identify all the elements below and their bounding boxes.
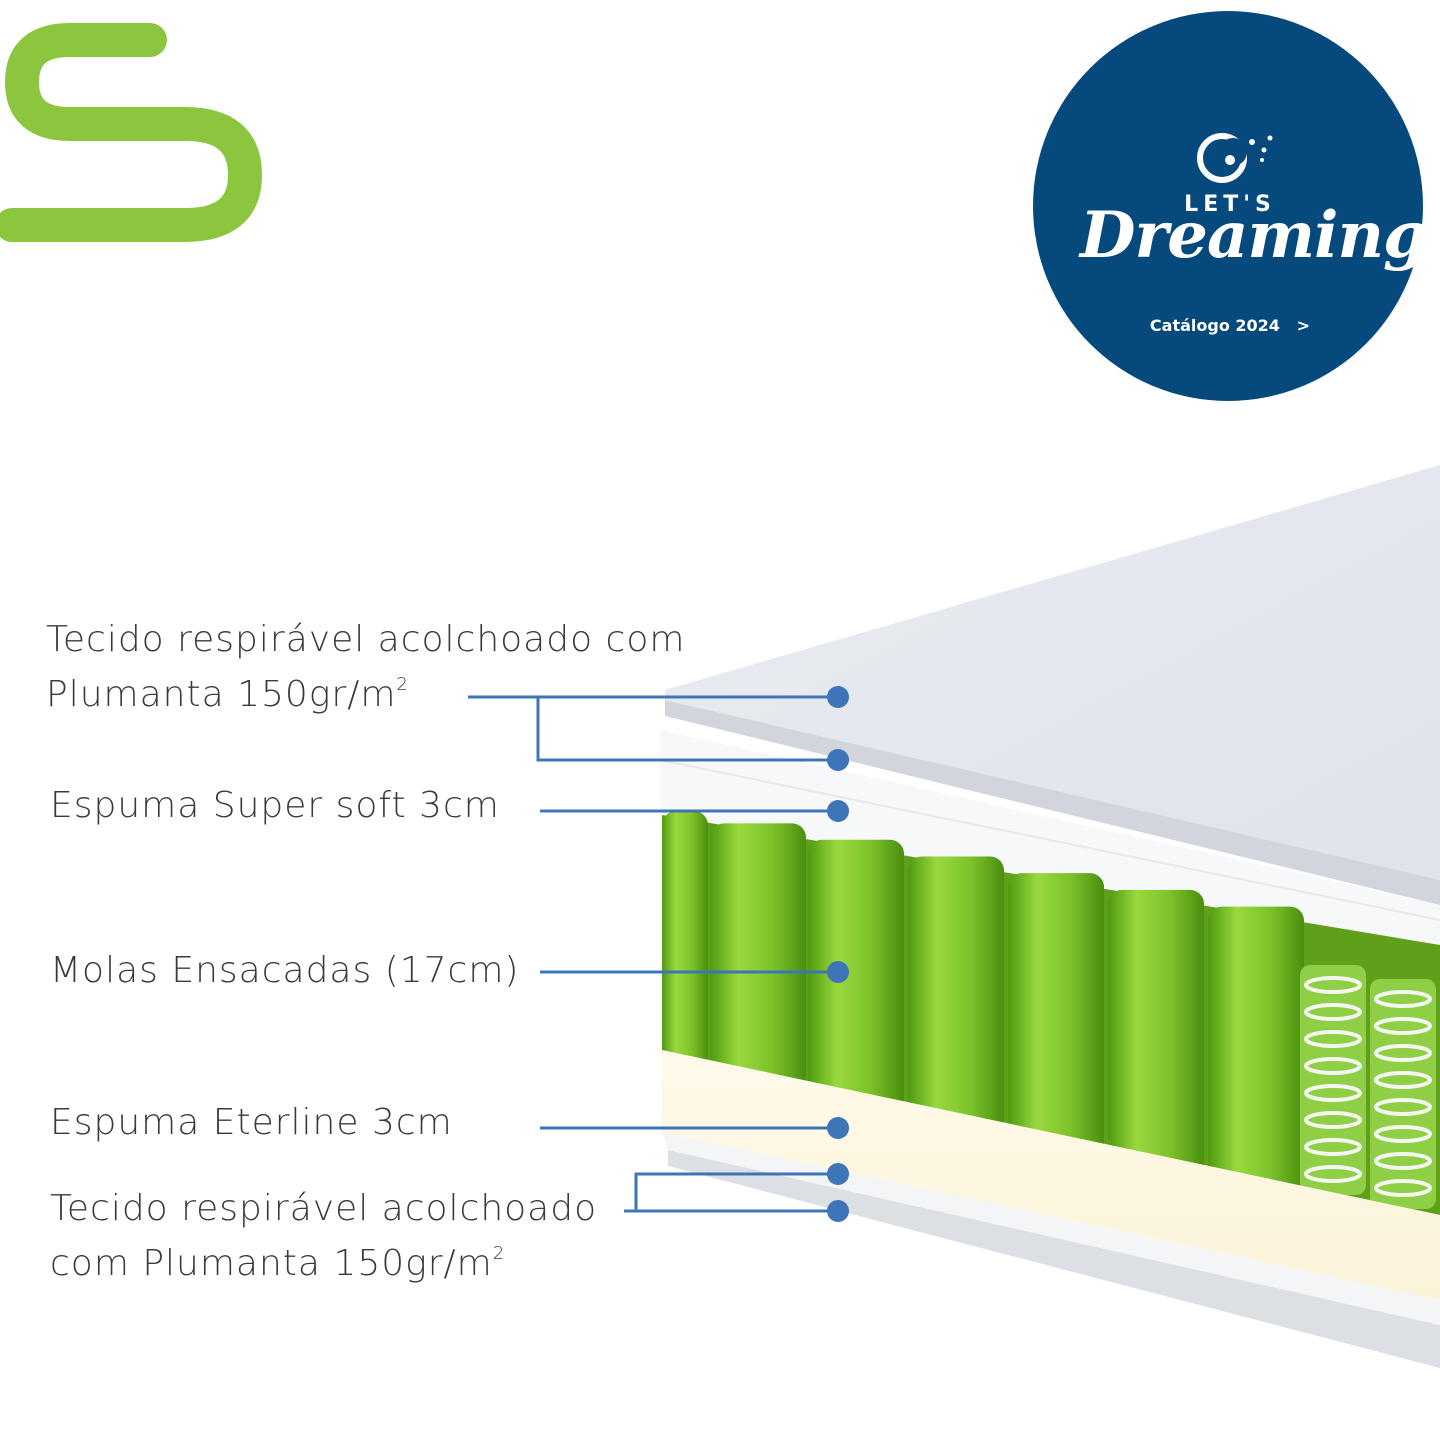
badge-title-top: LET'S xyxy=(1184,192,1276,217)
spring-coil xyxy=(1008,873,1104,1166)
spring-wire xyxy=(1374,1098,1432,1116)
leader-dot xyxy=(827,961,849,983)
leader-dot xyxy=(827,800,849,822)
spring-wire xyxy=(1374,1125,1432,1143)
spring-wire xyxy=(1304,1084,1362,1102)
spring-coil xyxy=(1208,906,1304,1209)
catalog-link[interactable]: Catálogo 2024 > xyxy=(1130,316,1330,335)
spring-wire xyxy=(1374,1152,1432,1170)
leader-lines xyxy=(468,695,838,1213)
spring-pocket xyxy=(1300,965,1366,1195)
moon-stars-icon xyxy=(1197,133,1273,183)
badge-title-main: Dreaming xyxy=(1080,198,1428,273)
spring-coil xyxy=(1108,889,1204,1188)
leader-dots xyxy=(827,686,849,1222)
leader-dot xyxy=(827,1163,849,1185)
superscript: 2 xyxy=(492,1243,506,1264)
spring-wire xyxy=(1374,1017,1432,1035)
leader-line-bottom-fabric-branch xyxy=(634,1172,838,1211)
label-eterline-foam: Espuma Eterline 3cm xyxy=(50,1102,453,1143)
spring-coil xyxy=(710,823,806,1103)
label-bottom-fabric-line2: com Plumanta 150gr/m xyxy=(50,1243,493,1284)
spring-coil xyxy=(808,839,904,1124)
spring-wire xyxy=(1374,1071,1432,1089)
label-bottom-fabric-line1: Tecido respirável acolchoado xyxy=(50,1188,598,1229)
spring-wire xyxy=(1304,976,1362,994)
spring-wire xyxy=(1304,1165,1362,1183)
leader-line-top-fabric-branch xyxy=(536,697,838,762)
label-super-soft-foam: Espuma Super soft 3cm xyxy=(50,785,500,826)
top-cover-edge xyxy=(665,700,1440,905)
spring-wire xyxy=(1374,1044,1432,1062)
eterline-foam-layer xyxy=(662,1050,1440,1300)
spring-wire xyxy=(1374,990,1432,1008)
superscript: 2 xyxy=(396,674,409,695)
spring-wire xyxy=(1304,1138,1362,1156)
leader-dot xyxy=(827,1117,849,1139)
super-soft-foam-layer xyxy=(660,730,1440,945)
brand-logo-icon xyxy=(0,23,262,242)
label-pocket-springs: Molas Ensacadas (17cm) xyxy=(50,950,520,991)
label-top-fabric-line1: Tecido respirável acolchoado com xyxy=(46,619,686,660)
spring-wire xyxy=(1304,1057,1362,1075)
catalog-link-label: Catálogo 2024 xyxy=(1149,316,1280,335)
spring-coil xyxy=(662,811,708,1088)
spring-coil xyxy=(908,856,1004,1145)
bottom-cover-layer xyxy=(668,1150,1440,1368)
leader-dot xyxy=(827,749,849,771)
leader-dot xyxy=(827,1200,849,1222)
leader-dot xyxy=(827,686,849,708)
label-top-fabric: Tecido respirável acolchoado com Plumant… xyxy=(46,612,685,722)
spring-coils xyxy=(662,811,1304,1209)
spring-pocket xyxy=(1370,979,1436,1209)
exposed-spring-coils xyxy=(1300,965,1436,1209)
spring-wire xyxy=(1304,1111,1362,1129)
spring-wire xyxy=(1304,1030,1362,1048)
chevron-right-icon: > xyxy=(1296,316,1311,335)
label-top-fabric-line2: Plumanta 150gr/m xyxy=(46,674,397,715)
lets-dreaming-badge[interactable] xyxy=(1033,11,1423,401)
label-bottom-fabric: Tecido respirável acolchoado com Plumant… xyxy=(50,1181,597,1291)
top-cover-layer xyxy=(665,465,1440,880)
spring-wire xyxy=(1374,1179,1432,1197)
spring-wire xyxy=(1304,1003,1362,1021)
